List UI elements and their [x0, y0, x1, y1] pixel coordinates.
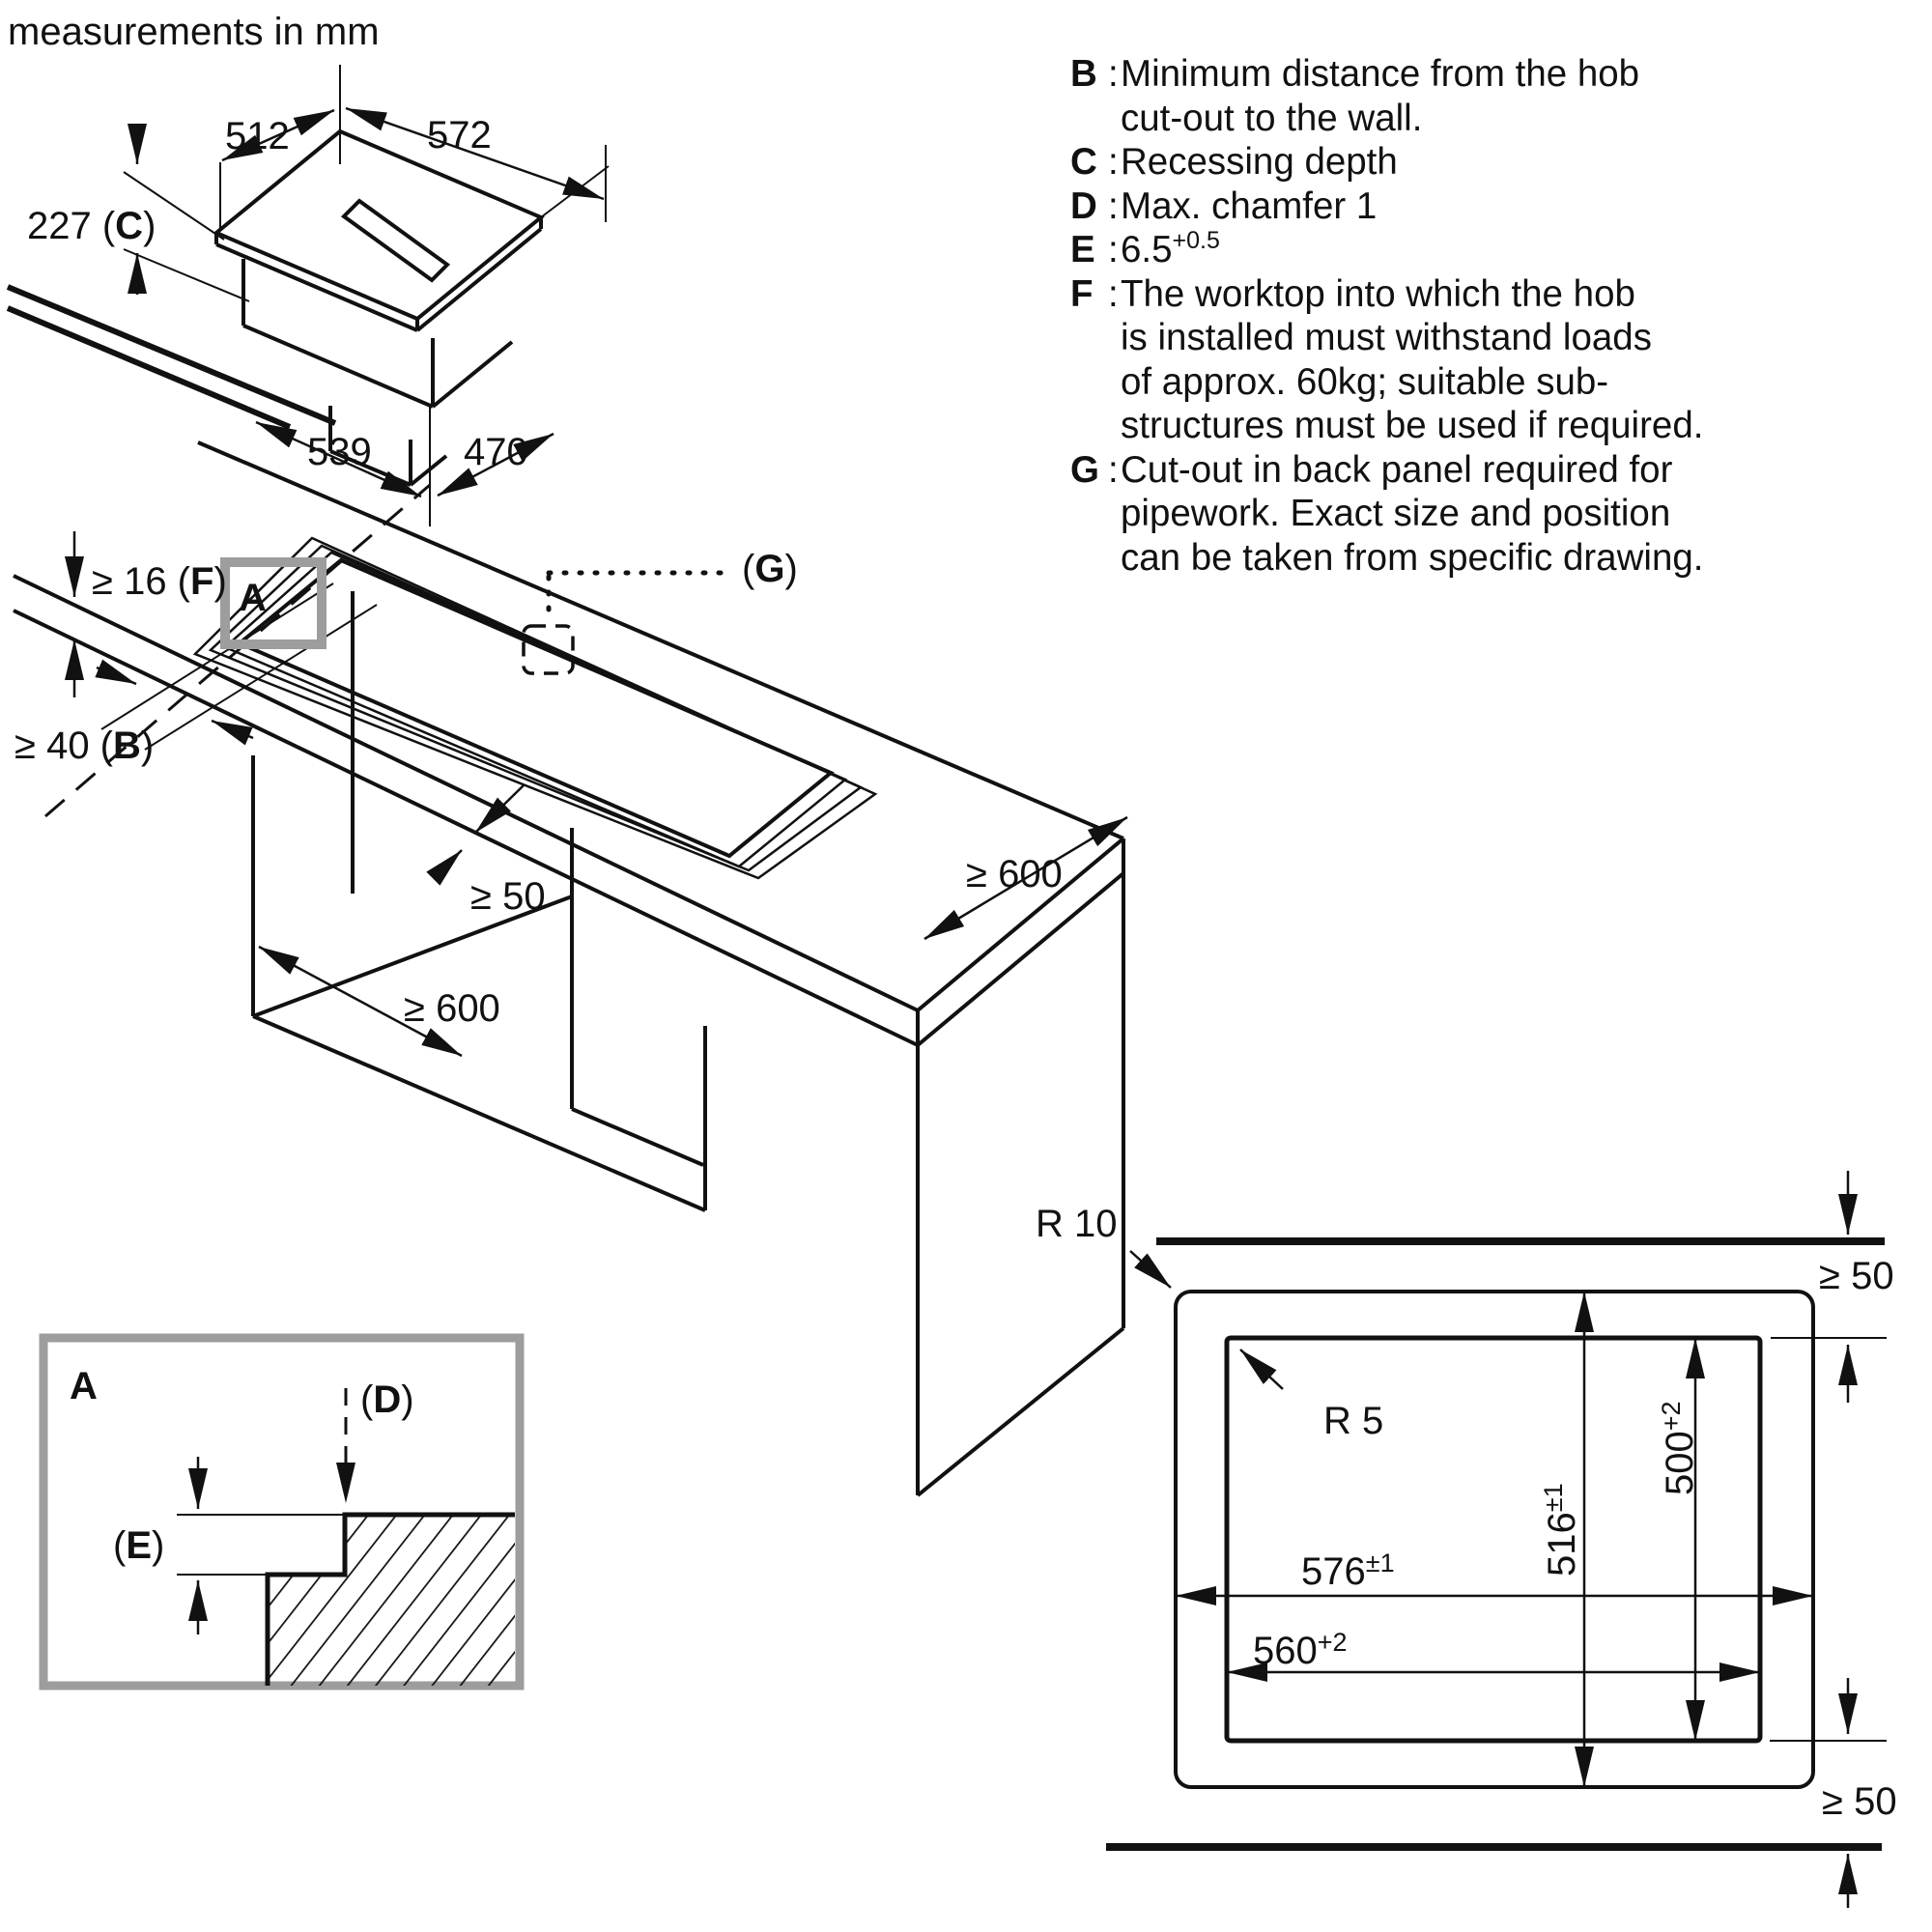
dim-arrow-600-right — [923, 815, 1128, 941]
dim-572: 572 — [427, 114, 492, 156]
cutout-plan — [1106, 1171, 1887, 1908]
hob-isometric — [123, 65, 610, 526]
worktop-front-edge — [13, 574, 919, 1012]
legend-row-c: C : Recessing depth — [1070, 140, 1920, 185]
detail-ref-lines — [177, 1514, 345, 1576]
legend-row-b: B : Minimum distance from the hob cut-ou… — [1070, 52, 1920, 140]
worktop-front-bottom-edge — [13, 609, 919, 1047]
hob-chassis — [242, 259, 514, 409]
label-r10: R 10 — [1036, 1203, 1118, 1245]
legend-text: The worktop into which the hob is instal… — [1121, 272, 1704, 447]
legend-key: B — [1070, 53, 1097, 95]
legend-text: Max. chamfer 1 — [1121, 185, 1378, 227]
dim-576: 576±1 — [1301, 1548, 1395, 1593]
worktop-section-outline — [265, 1512, 515, 1686]
hob-glass-edges — [214, 217, 543, 332]
dim-600-left: ≥ 600 — [404, 987, 500, 1030]
legend-text: Recessing depth — [1121, 141, 1398, 183]
dim-arrow-470 — [437, 432, 554, 497]
dim-50-mid: ≥ 50 — [470, 875, 546, 918]
legend-key: C — [1070, 141, 1097, 183]
worktop-section-hatched — [268, 1515, 515, 1686]
side-panel-bottom — [916, 1326, 1125, 1497]
dim-arrow-50a — [474, 783, 526, 834]
legend-key: G — [1070, 448, 1099, 491]
worktop-edges — [13, 440, 1125, 1497]
dim-arrow-600-left — [258, 945, 463, 1058]
dim-arrow-512 — [221, 108, 335, 162]
dim-560: 560+2 — [1253, 1628, 1348, 1672]
dim-512: 512 — [225, 115, 290, 157]
leader-r10 — [1129, 1250, 1172, 1289]
dim-470: 470 — [464, 431, 528, 473]
g-leader — [546, 570, 735, 624]
dim-arrow-50b — [426, 849, 463, 886]
legend-key: F — [1070, 272, 1094, 315]
hob-vent-slot — [340, 198, 451, 283]
legend-row-d: D : Max. chamfer 1 — [1070, 185, 1920, 229]
section-dashed-line — [44, 483, 431, 818]
pipework-cutout-rect — [522, 624, 575, 675]
cutout-outer-rect — [1174, 1290, 1815, 1789]
label-e: (E) — [113, 1524, 164, 1567]
legend-text: Minimum distance from the hob cut-out to… — [1121, 53, 1640, 139]
legend-key: E — [1070, 229, 1095, 270]
cutout-recess — [192, 536, 878, 880]
cutout-extension-lines — [1770, 1337, 1887, 1742]
dim-arrow-572 — [345, 106, 605, 201]
dim-50-bottom: ≥ 50 — [1822, 1780, 1897, 1823]
dim-b: ≥ 40 (B) — [14, 724, 154, 767]
label-g: (G) — [742, 548, 798, 590]
dim-f: ≥ 16 (F) — [92, 560, 227, 603]
dim-50-top: ≥ 50 — [1819, 1255, 1894, 1297]
worktop-back-edge — [197, 440, 1124, 840]
label-r5: R 5 — [1323, 1400, 1383, 1442]
detail-a-view — [39, 1333, 525, 1690]
cabinet-divider-bottom — [571, 1107, 704, 1167]
dim-539: 539 — [307, 431, 372, 473]
dim-arrow-539 — [255, 420, 422, 498]
hob-dim-arrows — [128, 106, 605, 498]
legend-row-g: G : Cut-out in back panel required for p… — [1070, 448, 1920, 581]
detail-a-highlight-box — [220, 557, 327, 649]
legend-text: 6.5+0.5 — [1121, 227, 1220, 270]
cutout-dim-arrows — [1129, 1171, 1858, 1908]
detail-a-marker: A — [239, 577, 267, 619]
dim-arrow-b2 — [211, 719, 254, 746]
legend-key: D — [1070, 185, 1097, 227]
wall-lines — [6, 284, 337, 430]
worktop-scene — [6, 284, 1128, 1497]
b-extension-lines — [100, 582, 378, 751]
leader-r5 — [1239, 1349, 1284, 1390]
dim-arrow-b1 — [95, 659, 137, 686]
scene-dim-arrows — [65, 531, 1128, 1058]
legend-row-e: E : 6.5+0.5 — [1070, 228, 1920, 272]
legend: B : Minimum distance from the hob cut-ou… — [1070, 52, 1920, 580]
legend-text: Cut-out in back panel required for pipew… — [1121, 448, 1704, 579]
worktop-right-bottom-edge — [916, 871, 1125, 1047]
legend-row-f: F : The worktop into which the hob is in… — [1070, 272, 1920, 448]
dim-516: 516±1 — [1539, 1483, 1583, 1577]
cutout-inner-rect — [1224, 1335, 1763, 1744]
label-d: (D) — [360, 1378, 414, 1421]
dim-227-c: 227 (C) — [27, 205, 156, 247]
dim-600-right: ≥ 600 — [966, 853, 1063, 895]
page-title: measurements in mm — [8, 11, 380, 53]
dim-500: 500+2 — [1657, 1401, 1701, 1495]
detail-a-title: A — [70, 1365, 98, 1407]
cabinet-front-bottom — [252, 1014, 706, 1212]
